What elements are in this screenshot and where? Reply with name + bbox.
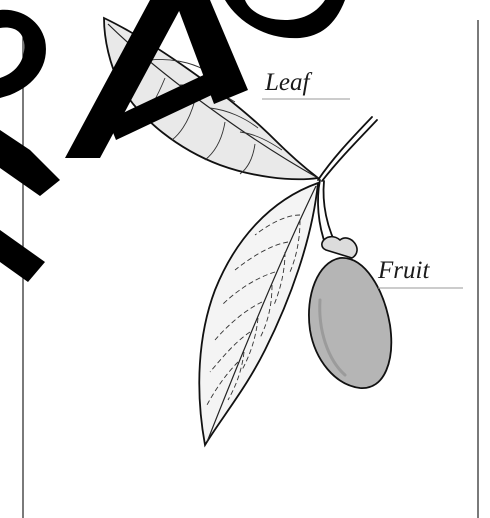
watermark-left-diagonal xyxy=(0,130,60,196)
stem-top xyxy=(318,117,372,180)
fruit-calyx xyxy=(322,237,357,258)
leaf-label: Leaf xyxy=(265,70,309,95)
stem-top-outline xyxy=(322,120,377,181)
lower-leaf xyxy=(199,183,318,445)
watermark-curve xyxy=(225,0,345,38)
fruit-label: Fruit xyxy=(378,258,429,283)
